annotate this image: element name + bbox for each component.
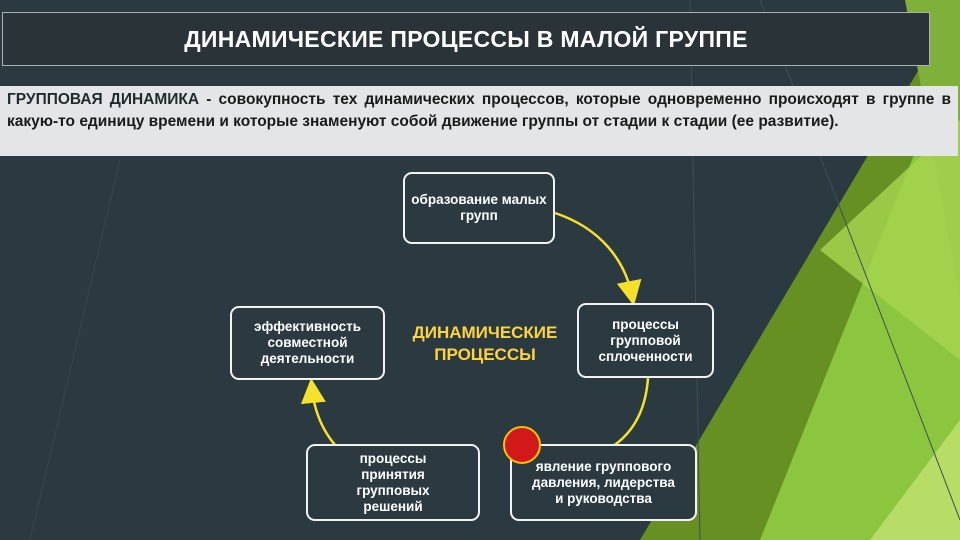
page-title: ДИНАМИЧЕСКИЕ ПРОЦЕССЫ В МАЛОЙ ГРУППЕ [184, 25, 748, 52]
node-formation-label: образование малых групп [411, 192, 547, 223]
definition-term: ГРУППОВАЯ ДИНАМИКА [7, 91, 200, 108]
node-cohesion-label: процессы групповой сплоченности [598, 316, 693, 364]
node-effectiveness-label: эффективность совместной деятельности [253, 319, 362, 366]
node-pressure-label: явление группового давления, лидерства и… [532, 458, 675, 506]
node-decisions: процессы принятия групповых решений [306, 444, 480, 521]
definition-box: ГРУППОВАЯ ДИНАМИКА - совокупность тех ди… [0, 86, 958, 156]
center-label: ДИНАМИЧЕСКИЕ ПРОЦЕССЫ [412, 323, 558, 364]
definition-text: - совокупность тех динамических процессо… [7, 91, 951, 130]
title-bar: ДИНАМИЧЕСКИЕ ПРОЦЕССЫ В МАЛОЙ ГРУППЕ [2, 12, 930, 66]
node-effectiveness: эффективность совместной деятельности [230, 306, 385, 380]
node-decisions-label: процессы принятия групповых решений [356, 450, 430, 514]
red-marker-dot [503, 426, 541, 464]
node-formation: образование малых групп [403, 172, 555, 244]
node-cohesion: процессы групповой сплоченности [577, 303, 714, 378]
node-pressure: явление группового давления, лидерства и… [510, 444, 697, 521]
